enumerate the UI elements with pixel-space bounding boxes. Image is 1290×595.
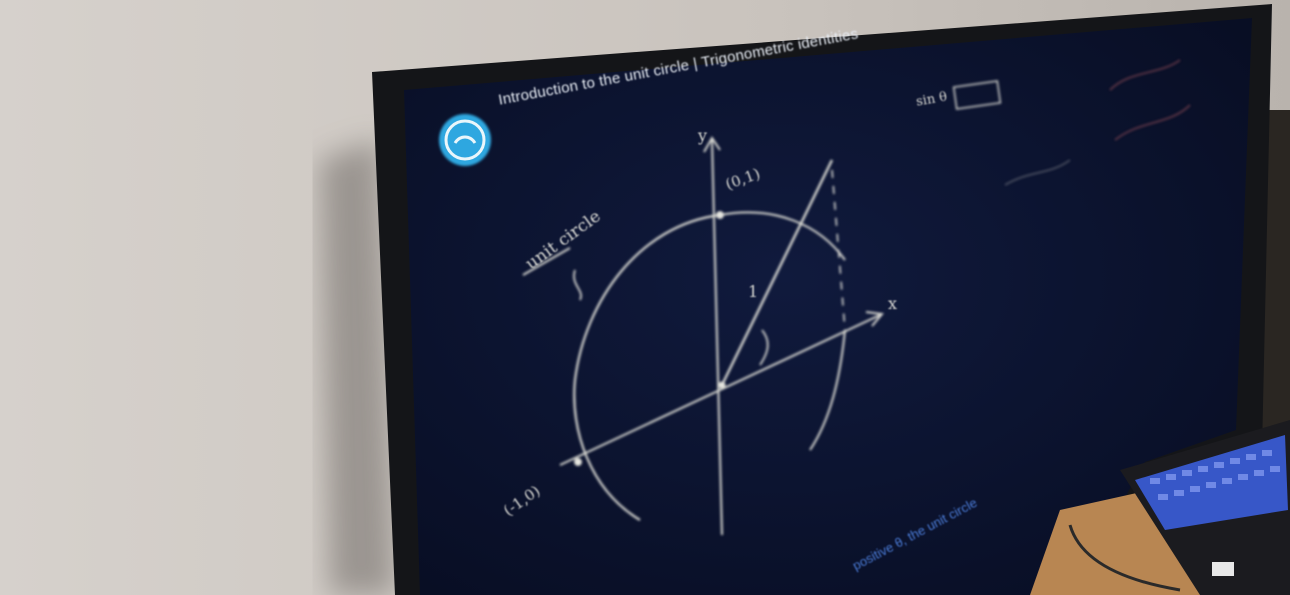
monitor-shadow [320, 140, 395, 595]
unit-circle-drawing [522, 80, 1002, 536]
radius-label: 1 [748, 282, 759, 301]
monitor-screen [404, 18, 1252, 595]
keyboard-keys [1150, 450, 1280, 500]
laptop-port [1212, 562, 1234, 576]
khan-academy-logo-icon [439, 114, 491, 166]
y-axis-label: y [698, 126, 708, 145]
cable [1068, 524, 1181, 592]
red-annotations [1004, 59, 1191, 186]
x-axis-label: x [888, 294, 898, 313]
